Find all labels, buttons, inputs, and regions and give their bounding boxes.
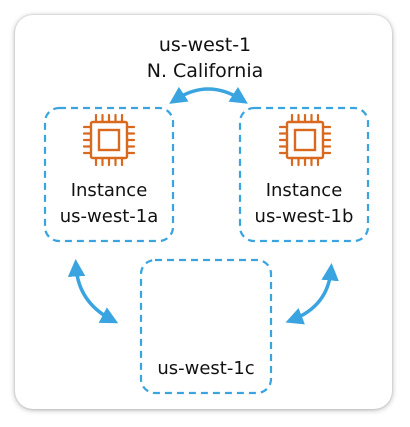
zone-box-us-west-1a	[43, 106, 175, 243]
diagram-card	[15, 15, 392, 409]
zone-label-us-west-1a: us-west-1a	[59, 206, 159, 227]
bidirectional-arrow-icon	[169, 86, 248, 104]
bidirectional-arrow-icon	[67, 259, 119, 324]
zone-box-us-west-1c	[139, 258, 273, 395]
zone-label-us-west-1b: us-west-1b	[254, 206, 354, 227]
ec2-instance-chip-icon	[82, 113, 136, 167]
region-name-label: N. California	[146, 60, 264, 82]
zone-box-us-west-1b	[238, 106, 370, 243]
zone-label-us-west-1c: us-west-1c	[157, 358, 255, 379]
region-code-label: us-west-1	[158, 34, 252, 56]
instance-label-us-west-1b: Instance	[265, 180, 343, 201]
ec2-instance-chip-icon	[278, 113, 332, 167]
instance-label-us-west-1a: Instance	[70, 180, 148, 201]
bidirectional-arrow-icon	[285, 263, 339, 325]
